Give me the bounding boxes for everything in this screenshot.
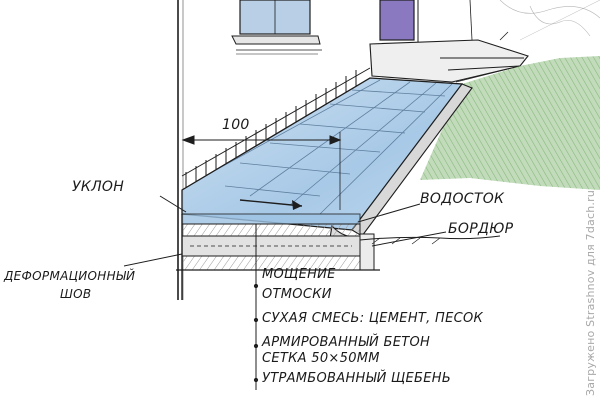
downpipe-label: ВОДОСТОК <box>420 191 505 207</box>
expansion-joint-label-line1: ДЕФОРМАЦИОННЫЙ <box>4 269 136 283</box>
expansion-joint-label-line2: ШОВ <box>60 287 92 301</box>
watermark: Загружено Strashnov для 7dach.ru <box>584 189 597 396</box>
paving-label-line1: МОЩЕНИЕ <box>262 267 336 282</box>
leader-lines <box>123 195 447 390</box>
concrete-label-line2: СЕТКА 50×50ММ <box>262 351 380 366</box>
curb-label: БОРДЮР <box>448 221 514 237</box>
slope-label: УКЛОН <box>72 179 125 195</box>
porch-steps <box>369 31 529 83</box>
gravel-label: УТРАМБОВАННЫЙ ЩЕБЕНЬ <box>262 371 452 386</box>
edge-railing <box>181 67 371 191</box>
door <box>379 0 473 44</box>
window <box>231 0 322 55</box>
concrete-label-line1: АРМИРОВАННЫЙ БЕТОН <box>262 335 431 350</box>
dimension-label: 100 <box>222 117 250 133</box>
cross-section <box>176 213 501 300</box>
width-dimension <box>181 132 342 210</box>
dry-mix-label: СУХАЯ СМЕСЬ: ЦЕМЕНТ, ПЕСОК <box>262 311 484 326</box>
paving-label-line2: ОТМОСКИ <box>262 287 332 302</box>
